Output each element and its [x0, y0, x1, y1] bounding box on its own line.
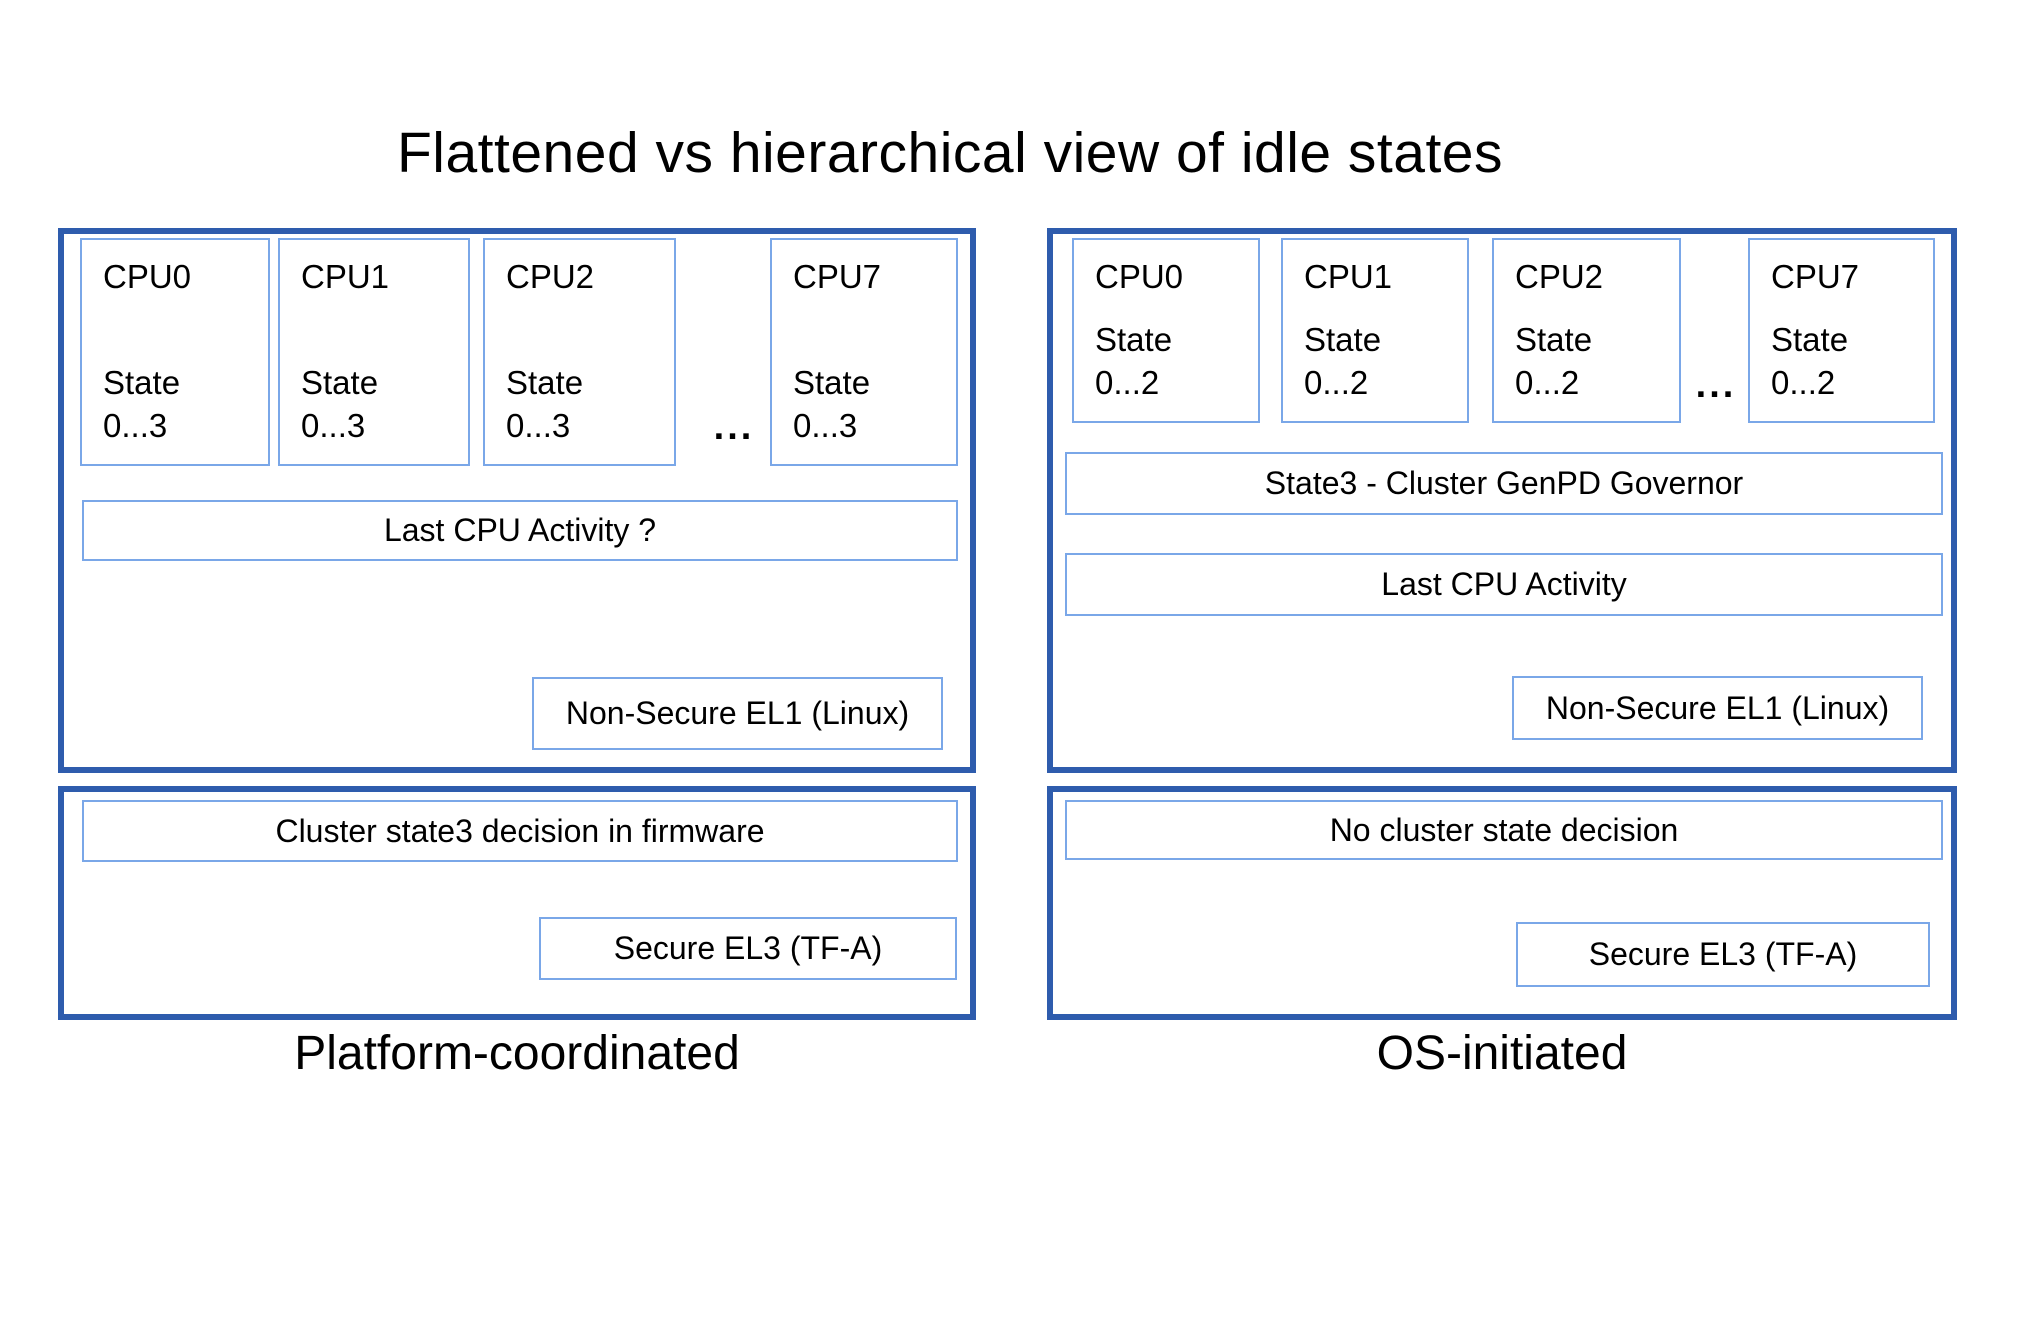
- cpu-states: State 0...2: [1095, 318, 1252, 405]
- cpu-name: CPU7: [793, 258, 882, 295]
- right-cluster-genpd-governor-bar: State3 - Cluster GenPD Governor: [1065, 452, 1943, 515]
- left-cpu0-box: CPU0 State 0...3: [80, 238, 270, 466]
- cpu-name: CPU0: [103, 258, 192, 295]
- state-range: 0...3: [301, 407, 366, 445]
- left-nonsecure-el1-box: Non-Secure EL1 (Linux): [532, 677, 943, 750]
- left-secure-panel: Cluster state3 decision in firmware Secu…: [58, 786, 976, 1020]
- left-secure-el3-box: Secure EL3 (TF-A): [539, 917, 957, 980]
- right-cpu0-box: CPU0 State 0...2: [1072, 238, 1260, 423]
- state-range: 0...2: [1515, 364, 1580, 402]
- right-nonsecure-el1-box: Non-Secure EL1 (Linux): [1512, 676, 1923, 740]
- cpu-name: CPU1: [301, 258, 390, 295]
- right-cpu1-box: CPU1 State 0...2: [1281, 238, 1469, 423]
- cpu-name: CPU7: [1771, 258, 1860, 295]
- cpu-states: State 0...3: [506, 361, 668, 448]
- state-label: State: [301, 363, 379, 401]
- state-label: State: [506, 363, 584, 401]
- left-cpu2-box: CPU2 State 0...3: [483, 238, 676, 466]
- left-last-cpu-activity-bar: Last CPU Activity ?: [82, 500, 958, 561]
- state-label: State: [1515, 320, 1593, 358]
- state-label: State: [793, 363, 871, 401]
- slide-title: Flattened vs hierarchical view of idle s…: [396, 121, 1503, 185]
- right-cpu-ellipsis: ...: [1695, 364, 1737, 406]
- left-cpu-ellipsis: ...: [713, 406, 755, 448]
- cpu-states: State 0...2: [1515, 318, 1673, 405]
- cpu-name: CPU0: [1095, 258, 1184, 295]
- state-range: 0...3: [793, 407, 858, 445]
- left-panel-caption: Platform-coordinated: [294, 1027, 740, 1080]
- right-nonsecure-panel: CPU0 State 0...2 CPU1 State 0...2 CPU2 S…: [1047, 228, 1957, 773]
- right-cpu2-box: CPU2 State 0...2: [1492, 238, 1681, 423]
- right-cpu7-box: CPU7 State 0...2: [1748, 238, 1935, 423]
- state-range: 0...3: [103, 407, 168, 445]
- state-label: State: [103, 363, 181, 401]
- state-range: 0...2: [1304, 364, 1369, 402]
- right-secure-panel: No cluster state decision Secure EL3 (TF…: [1047, 786, 1957, 1020]
- state-range: 0...2: [1771, 364, 1836, 402]
- right-panel-caption: OS-initiated: [1376, 1027, 1628, 1080]
- state-label: State: [1304, 320, 1382, 358]
- state-range: 0...3: [506, 407, 571, 445]
- left-nonsecure-panel: CPU0 State 0...3 CPU1 State 0...3 CPU2 S…: [58, 228, 976, 773]
- cpu-states: State 0...2: [1304, 318, 1461, 405]
- cpu-states: State 0...3: [793, 361, 950, 448]
- state-range: 0...2: [1095, 364, 1160, 402]
- right-last-cpu-activity-bar: Last CPU Activity: [1065, 553, 1943, 616]
- left-cpu1-box: CPU1 State 0...3: [278, 238, 470, 466]
- state-label: State: [1771, 320, 1849, 358]
- right-secure-el3-box: Secure EL3 (TF-A): [1516, 922, 1930, 987]
- cpu-states: State 0...2: [1771, 318, 1927, 405]
- cpu-states: State 0...3: [301, 361, 462, 448]
- left-cpu7-box: CPU7 State 0...3: [770, 238, 958, 466]
- cpu-states: State 0...3: [103, 361, 262, 448]
- cpu-name: CPU1: [1304, 258, 1393, 295]
- state-label: State: [1095, 320, 1173, 358]
- right-no-decision-bar: No cluster state decision: [1065, 800, 1943, 860]
- left-firmware-decision-bar: Cluster state3 decision in firmware: [82, 800, 958, 862]
- cpu-name: CPU2: [506, 258, 595, 295]
- cpu-name: CPU2: [1515, 258, 1604, 295]
